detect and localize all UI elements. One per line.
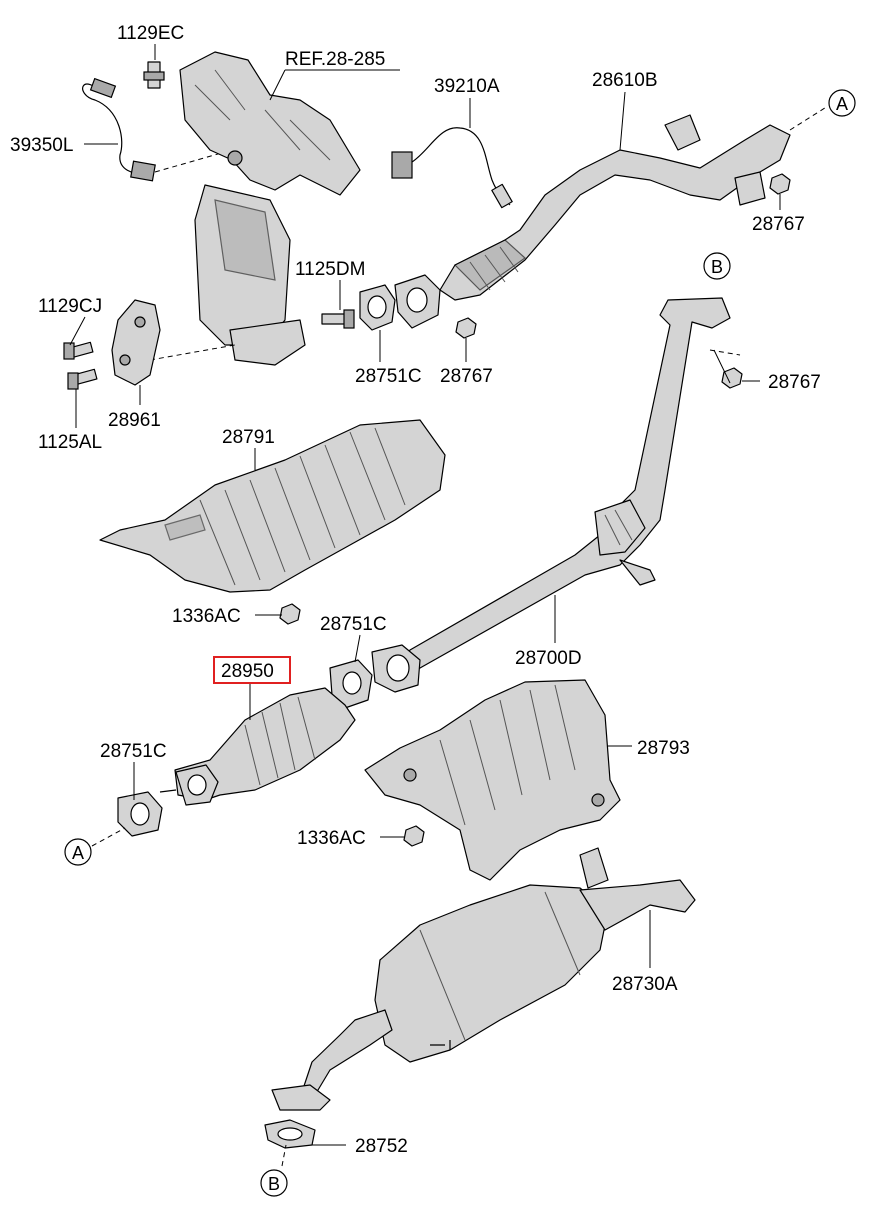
highlight-box-28950 — [213, 656, 291, 684]
label-28767-right: 28767 — [768, 372, 821, 393]
label-28961: 28961 — [108, 410, 161, 431]
gasket-28751c-mid[interactable] — [329, 659, 373, 709]
bolt-1336ac-top[interactable] — [279, 603, 301, 625]
svg-text:A: A — [72, 843, 84, 863]
gasket-28751c-top[interactable] — [359, 284, 396, 331]
label-28730a: 28730A — [612, 974, 678, 995]
front-pipe-flange[interactable] — [394, 274, 441, 329]
oxygen-sensor-39210a[interactable] — [391, 127, 513, 209]
label-28610b: 28610B — [592, 70, 658, 91]
gasket-28752[interactable] — [264, 1119, 316, 1167]
marker-b-top: B — [703, 252, 731, 280]
label-39210a: 39210A — [434, 76, 500, 97]
label-28751c-low: 28751C — [100, 741, 167, 762]
part-labels: 1129EC REF.28-285 39350L 39210A 28610B 2… — [10, 23, 821, 1157]
front-pipe-28610b[interactable] — [439, 105, 829, 301]
bolt-1336ac-low[interactable] — [403, 825, 425, 847]
label-28700d: 28700D — [515, 648, 582, 669]
nut-28767-top[interactable] — [769, 173, 791, 195]
bolt-1129ec[interactable] — [143, 61, 165, 89]
label-1129ec: 1129EC — [117, 23, 184, 44]
label-28752: 28752 — [355, 1136, 408, 1157]
gasket-28751c-low[interactable] — [91, 791, 163, 847]
heat-protector-28793[interactable] — [364, 679, 621, 881]
label-1125dm: 1125DM — [295, 259, 365, 280]
marker-a-low: A — [64, 838, 92, 866]
bolt-1129cj[interactable] — [63, 341, 94, 360]
svg-text:A: A — [836, 94, 848, 114]
label-1336ac-low: 1336AC — [297, 828, 366, 849]
bolt-1125dm[interactable] — [321, 309, 355, 329]
main-muffler-28730a[interactable] — [271, 847, 696, 1111]
label-28950[interactable]: 28950 — [221, 661, 274, 682]
manifold-catalytic-converter[interactable] — [149, 184, 306, 366]
label-28751c-top: 28751C — [355, 366, 422, 387]
svg-text:B: B — [711, 257, 723, 277]
label-28767-mid: 28767 — [440, 366, 493, 387]
label-28793: 28793 — [637, 738, 690, 759]
label-1125al: 1125AL — [38, 432, 102, 453]
heat-protector-28791[interactable] — [99, 419, 446, 593]
marker-a-top: A — [828, 89, 856, 117]
label-1336ac-top: 1336AC — [172, 606, 241, 627]
center-pipe-28700d[interactable] — [371, 297, 741, 693]
label-39350l: 39350L — [10, 135, 73, 156]
label-28767-top: 28767 — [752, 214, 805, 235]
label-ref-28-285: REF.28-285 — [285, 49, 385, 70]
bracket-28961[interactable] — [111, 299, 161, 386]
catalytic-converter-28950[interactable] — [159, 687, 356, 806]
bolt-1125al[interactable] — [67, 368, 98, 390]
label-28751c-mid: 28751C — [320, 614, 387, 635]
label-28791: 28791 — [222, 427, 275, 448]
nut-28767-right[interactable] — [721, 367, 743, 389]
nut-28767-mid[interactable] — [455, 317, 477, 339]
exhaust-manifold[interactable] — [179, 51, 361, 196]
connection-markers: A B A B — [64, 89, 856, 1197]
marker-b-low: B — [260, 1169, 288, 1197]
leader-lines — [69, 44, 781, 1146]
label-1129cj: 1129CJ — [38, 296, 102, 317]
svg-text:B: B — [268, 1174, 280, 1194]
oxygen-sensor-39350l[interactable] — [82, 77, 233, 182]
